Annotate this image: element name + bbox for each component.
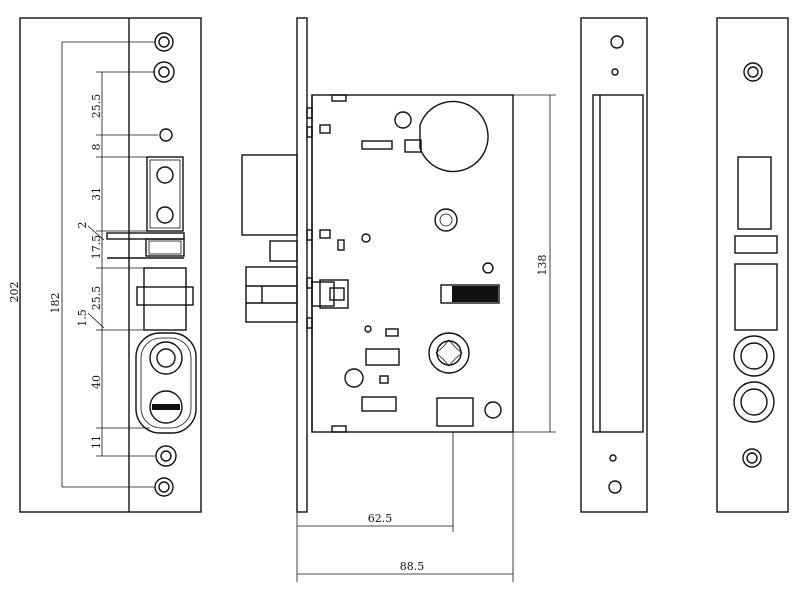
- cylinder-hub: [428, 332, 470, 374]
- auxiliary-bolt-projection: [241, 154, 298, 236]
- cam-hub: [419, 100, 489, 173]
- top-screw-hole: [154, 32, 174, 52]
- strip-top: [106, 232, 185, 240]
- dim-17-5: 17.5: [90, 235, 103, 260]
- top-screw-hole-inner: [158, 36, 170, 48]
- auxiliary-bolt-block: [146, 156, 184, 232]
- strike-plate-front-view: [716, 17, 789, 513]
- latch-tail: [319, 279, 349, 309]
- dim-body-height: 138: [536, 255, 549, 276]
- dim-25-5-mid: 25.5: [90, 286, 103, 311]
- latch-bolt-tab: [136, 286, 194, 306]
- dim-40: 40: [90, 375, 103, 389]
- lock-body-view: 138 62.5 88.5: [241, 17, 556, 582]
- dim-8: 8: [90, 144, 103, 151]
- bottom-screw-hole: [154, 477, 174, 497]
- dim-25-5-top: 25.5: [90, 94, 103, 119]
- strike-plate-outline: [580, 17, 648, 513]
- dim-31: 31: [90, 187, 103, 201]
- auxiliary-bolt-inner: [149, 159, 181, 229]
- lock-case: [311, 94, 514, 433]
- guard-bolt-projection: [269, 240, 298, 262]
- strike-opening-latch: [734, 263, 778, 331]
- upper-screw-hole-inner: [158, 66, 170, 78]
- dim-1-5: 1.5: [76, 309, 89, 327]
- block-hole-lower: [156, 206, 174, 224]
- dim-screw-spacing: 182: [49, 293, 62, 314]
- dim-body-depth: 88.5: [400, 560, 425, 573]
- dim-backset: 62.5: [368, 512, 393, 525]
- deadbolt-oval: [135, 332, 197, 434]
- guard-bolt: [145, 238, 185, 257]
- strike-front-outline: [716, 17, 789, 513]
- front-plate-edge: [296, 17, 308, 513]
- strike-ring-upper: [733, 335, 775, 377]
- spring-block: [440, 284, 500, 304]
- small-hole: [159, 128, 173, 142]
- block-hole-upper: [156, 166, 174, 184]
- lower-screw-hole: [155, 445, 177, 467]
- latch-bolt-body: [143, 267, 187, 331]
- thumbturn-slot: [152, 404, 180, 410]
- guard-bolt-inner: [148, 240, 182, 255]
- strike-plate-side-view: [580, 17, 648, 513]
- dim-11: 11: [90, 435, 103, 449]
- dim-overall-height: 202: [8, 282, 21, 303]
- thumbturn-ring: [149, 390, 183, 424]
- latch-bolt-projection: [245, 266, 298, 323]
- cylinder-core: [156, 348, 176, 368]
- strike-pocket: [592, 94, 644, 433]
- bottom-block: [436, 397, 474, 427]
- follower-hub: [434, 208, 458, 232]
- strike-opening-guard: [734, 235, 778, 254]
- strike-opening-upper: [737, 156, 772, 230]
- faceplate-outline: [19, 17, 202, 513]
- strike-ring-lower: [733, 381, 775, 423]
- upper-screw-hole: [153, 61, 175, 83]
- dim-2: 2: [76, 222, 89, 229]
- faceplate-side-view: 202 182 25.5 8 31 2 17.5 25.5 1.5 40 11: [8, 17, 202, 513]
- cylinder-ring: [149, 341, 183, 375]
